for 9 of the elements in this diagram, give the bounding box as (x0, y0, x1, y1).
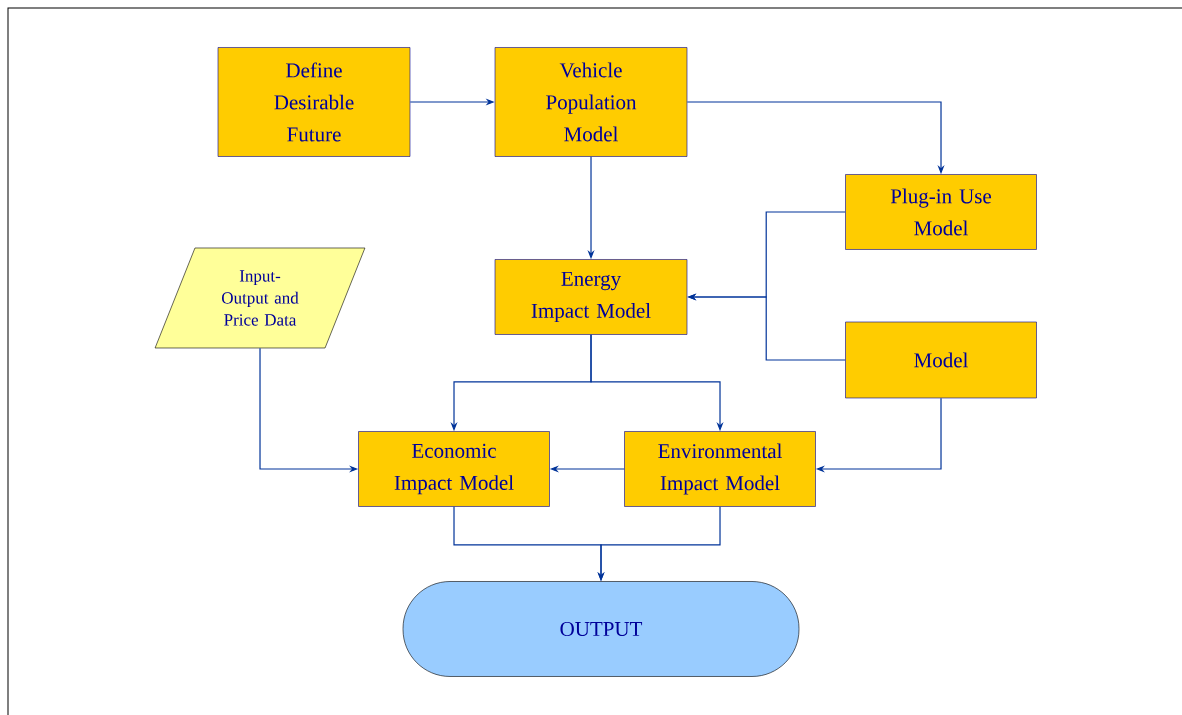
output-terminal: OUTPUT (402, 581, 800, 677)
process-box: Vehicle Population Model (494, 47, 688, 157)
process-box: Plug-in Use Model (845, 174, 1037, 250)
process-box: Define Desirable Future (217, 47, 411, 157)
process-box: Economic Impact Model (358, 431, 550, 507)
process-box: Model (845, 321, 1037, 399)
process-box: Environmental Impact Model (624, 431, 816, 507)
input-parallelogram: Input-Output and Price Data (154, 247, 366, 349)
process-box: Energy Impact Model (494, 259, 688, 335)
